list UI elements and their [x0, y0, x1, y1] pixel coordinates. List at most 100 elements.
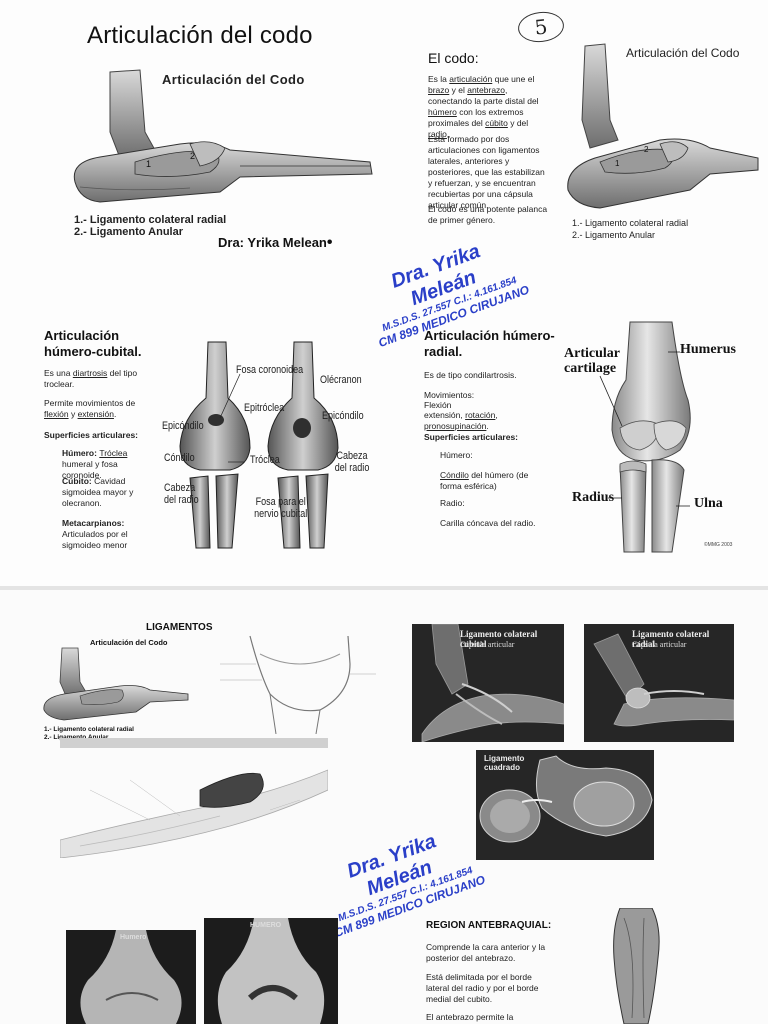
photo-label: HUMERO: [250, 922, 282, 929]
link-antebrazo[interactable]: antebrazo: [467, 85, 506, 95]
humeroradial-condilo: Cóndilo del húmero (de forma esférica): [440, 470, 529, 491]
label-olecranon: Olécranon: [320, 374, 362, 386]
link-rotacion[interactable]: rotación: [465, 410, 496, 420]
legend-2: 2.- Ligamento Anular: [572, 230, 656, 240]
label-radius: Radius: [572, 490, 615, 505]
panel-subtitle: Cápsula articular: [460, 640, 515, 649]
codo-paragraph-1: Es la articulación que une el brazo y el…: [428, 74, 539, 139]
arm-muscle-illustration: [60, 769, 328, 858]
humerocubital-heading-2: húmero-cubital.: [44, 344, 142, 359]
elbow-bone-illustration-small: 1 2: [567, 43, 759, 209]
link-diartrosis[interactable]: diartrosis: [72, 368, 108, 378]
panel-title: Ligamento colateral radial: [632, 629, 710, 649]
main-title: Articulación del codo: [87, 22, 313, 49]
label-articular: Articular: [564, 346, 620, 361]
panel-subtitle: Cápsula articular: [632, 640, 687, 649]
author-line: Dra: Yrika Melean•: [218, 234, 333, 251]
humeroradial-mov-2: extensión, rotación, pronosupinación.: [424, 410, 498, 431]
humerus-distal-figure: Fosa coronoidea Olécranon Epitróclea Epi…: [160, 338, 378, 552]
elbow-anterior-illustration: [599, 321, 691, 553]
mini-elbow-illustration: [43, 647, 189, 721]
panel-title-2: cuadrado: [484, 763, 521, 772]
label-humerus: Humerus: [680, 342, 736, 357]
panel-ligamento-cuadrado: Ligamento cuadrado: [476, 750, 654, 860]
link-cubito[interactable]: cúbito: [485, 118, 508, 128]
link-pronosupinacion[interactable]: pronosupinación: [424, 421, 487, 431]
humerocubital-p2: Permite movimientos de flexión y extensi…: [44, 398, 136, 419]
forearm-muscle-illustration: [613, 908, 660, 1024]
marker-2: 2: [190, 151, 195, 161]
label-fosa-nervio: Fosa para el nervio cubital: [254, 496, 308, 520]
codo-paragraph-2: Está formado por dos articulaciones con …: [428, 134, 545, 210]
humeroradial-radio-text: Carilla cóncava del radio.: [440, 518, 536, 528]
panel-illustration: [421, 624, 564, 742]
page-number: 5: [516, 9, 566, 45]
link-radio[interactable]: radio: [428, 129, 447, 139]
label-fosa-coronoidea: Fosa coronoidea: [236, 364, 304, 376]
humerocubital-humero: Húmero: Tróclea humeral y fosa coronoide…: [62, 448, 128, 480]
elbow-figure-lateral: Articulación del Codo 1 2 1.- Ligamento …: [40, 62, 380, 252]
panel-title-1: Ligamento: [484, 754, 525, 763]
figure-title: Articulación del Codo: [90, 638, 168, 647]
legend-2: 2.- Ligamento Anular: [74, 226, 183, 238]
photo-label: Humero: [120, 934, 147, 941]
label-cartilage: cartilage: [564, 361, 617, 376]
document-page-2: LIGAMENTOS Articulación del Codo 1.- Lig…: [0, 590, 768, 1024]
antebraquial-p2: Está delimitada por el borde lateral del…: [426, 972, 539, 1004]
panel-illustration: [479, 755, 653, 843]
humeroradial-p1: Es de tipo condilartrosis.: [424, 370, 517, 380]
humerocubital-p1: Es una diartrosis del tipo troclear.: [44, 368, 138, 389]
codo-heading: El codo:: [428, 50, 479, 66]
antebraquial-p3: El antebrazo permite la supinación: [426, 1012, 514, 1024]
link-extension[interactable]: extensión: [77, 409, 114, 419]
humero-photo-posterior: HUMERO: [204, 918, 338, 1024]
label-epitroclea: Epitróclea: [244, 402, 285, 414]
figure-title: Articulación del Codo: [162, 72, 305, 87]
humeroradial-humero: Húmero:: [440, 450, 473, 460]
codo-paragraph-3: El codo es una potente palanca de primer…: [428, 204, 548, 225]
humerocubital-cubito: Cúbito: Cavidad sigmoidea mayor y olecra…: [62, 476, 134, 508]
humeroradial-sup-heading: Superficies articulares:: [424, 432, 519, 442]
link-condilo[interactable]: Cóndilo: [440, 470, 469, 480]
figure-title: Articulación del Codo: [626, 46, 740, 60]
legend-1: 1.- Ligamento colateral radial: [44, 726, 134, 733]
link-brazo[interactable]: brazo: [428, 85, 450, 95]
legend-2: 2.- Ligamento Anular: [44, 734, 108, 741]
label-cabeza-radio-right: Cabeza del radio: [334, 450, 370, 474]
marker-2: 2: [644, 145, 649, 154]
marker-1: 1: [615, 159, 620, 168]
humeroradial-heading-2: radial.: [424, 344, 463, 359]
humerocubital-heading-1: Articulación: [44, 328, 120, 343]
mini-elbow-figure: Articulación del Codo 1.- Ligamento cola…: [40, 634, 190, 744]
label-condilo: Cóndilo: [164, 452, 195, 464]
link-flexion[interactable]: flexión: [44, 409, 69, 419]
link-articulacion[interactable]: articulación: [449, 74, 493, 84]
label-troclea: Tróclea: [250, 454, 280, 466]
antebraquial-heading: REGION ANTEBRAQUIAL:: [426, 920, 552, 931]
humeroradial-mov-1: Flexión: [424, 400, 452, 410]
humerocubital-sup-heading: Superficies articulares:: [44, 430, 139, 440]
link-humero[interactable]: húmero: [428, 107, 457, 117]
humero-photo-anterior: Humero: [66, 930, 196, 1024]
humerus-distal-illustration: [179, 341, 339, 549]
legend-1: 1.- Ligamento colateral radial: [572, 218, 689, 228]
ligamentos-heading: LIGAMENTOS: [146, 622, 213, 633]
link-troclea[interactable]: Tróclea: [99, 448, 128, 458]
arm-muscle-diagram: [60, 738, 328, 858]
panel-title: Ligamento colateral cubital: [460, 629, 538, 649]
elbow-anterior-figure: Articular cartilage Humerus Radius Ulna …: [560, 320, 760, 556]
document-page-1: Articulación del codo 5 Articulación del…: [40, 9, 760, 556]
legend-1: 1.- Ligamento colateral radial: [74, 214, 227, 226]
humeroradial-radio: Radio:: [440, 498, 465, 508]
page-separator: [0, 586, 768, 592]
diagram-header-bar: [60, 738, 328, 748]
elbow-bone-illustration: 1 2: [73, 69, 373, 203]
humero-photo-illustration: [80, 930, 182, 1024]
ligament-diagram: [220, 635, 376, 734]
label-epicondilo-left: Epicóndilo: [162, 420, 204, 432]
label-ulna: Ulna: [694, 496, 723, 511]
copyright-text: ©MMG 2003: [704, 542, 733, 548]
label-cabeza-radio-left: Cabeza del radio: [164, 482, 199, 506]
antebraquial-p1: Comprende la cara anterior y la posterio…: [426, 942, 546, 963]
humero-photo-illustration: [217, 918, 325, 1024]
